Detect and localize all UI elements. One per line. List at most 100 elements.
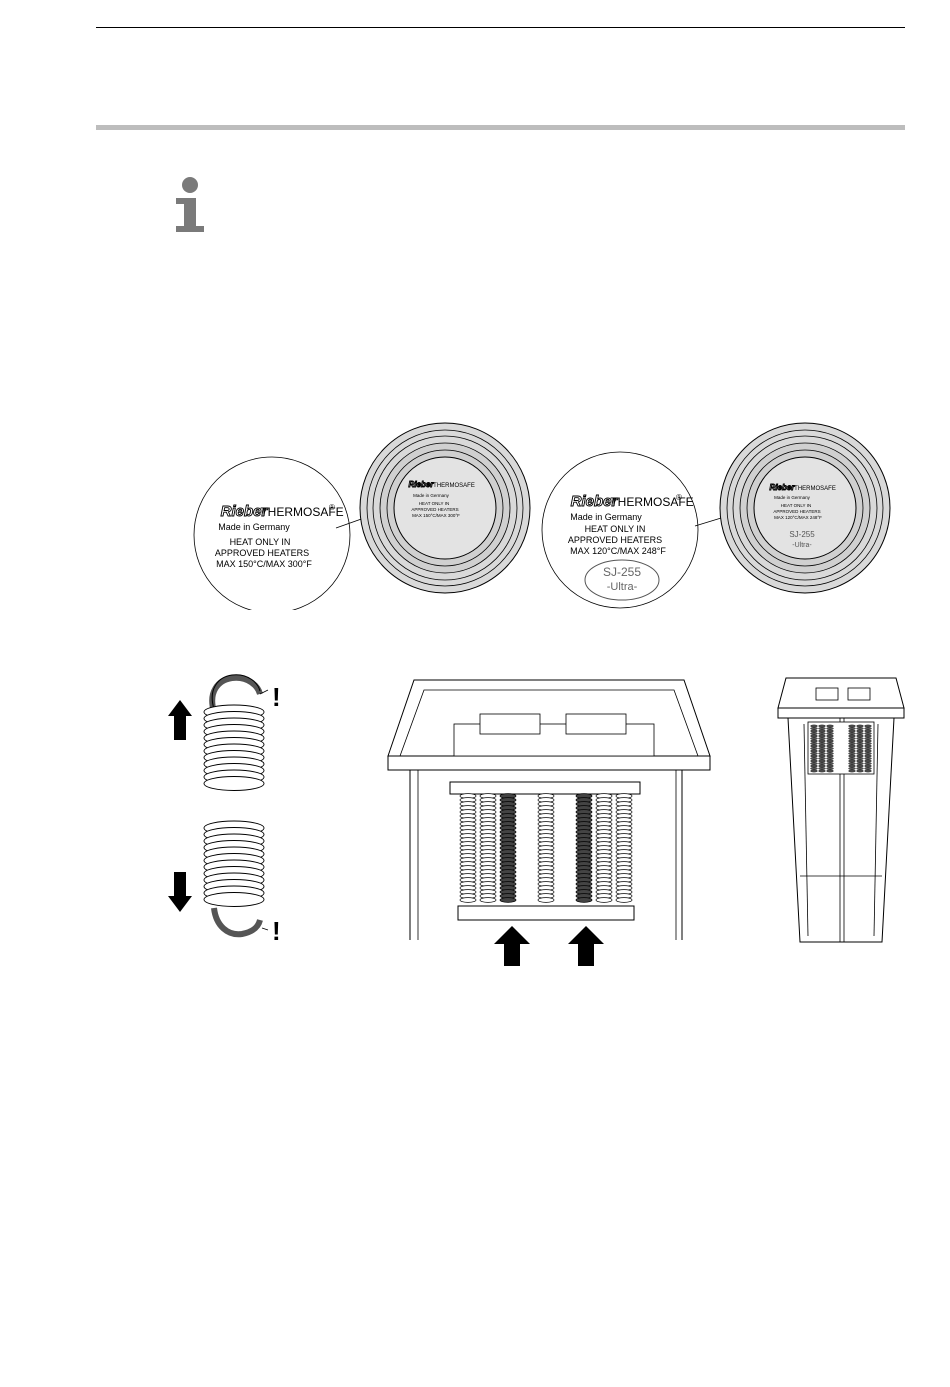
coil: [856, 767, 864, 770]
overview-spring: [826, 724, 834, 773]
coil: [810, 737, 818, 740]
warning-line-1: HEAT ONLY IN: [585, 524, 646, 534]
coil: [848, 767, 856, 770]
info-icon: [176, 177, 204, 232]
coil: [848, 752, 856, 755]
disc-brand-text: Rieber: [409, 480, 435, 489]
disc-variant-text: -Ultra-: [792, 542, 812, 549]
coil: [856, 754, 864, 758]
coil: [848, 759, 856, 763]
coil: [818, 742, 826, 745]
disc-150: Rieber THERMOSAFE Made in Germany HEAT O…: [359, 422, 531, 594]
coil: [826, 767, 834, 770]
coil: [848, 729, 856, 733]
coil: [848, 769, 856, 773]
warning-mark-bottom: !: [272, 916, 281, 944]
coil: [848, 749, 856, 753]
spring-coils-upper: [203, 704, 265, 791]
heater-springs: [459, 793, 633, 903]
disc-120: Rieber THERMOSAFE Made in Germany HEAT O…: [719, 422, 891, 594]
coil: [818, 724, 826, 728]
coil: [848, 747, 856, 750]
coil: [826, 742, 834, 745]
coil: [864, 724, 872, 728]
coil: [810, 762, 818, 765]
coil: [537, 897, 555, 903]
registered-mark: ®: [329, 503, 335, 512]
overview-spring: [818, 724, 826, 773]
coil: [479, 897, 497, 903]
coil: [826, 754, 834, 758]
coil: [810, 734, 818, 738]
coil: [848, 734, 856, 738]
coil: [826, 739, 834, 743]
coil: [575, 897, 593, 903]
coil: [864, 742, 872, 745]
coil: [810, 744, 818, 748]
coil: [856, 752, 864, 755]
coil: [848, 742, 856, 745]
disc-product-text: THERMOSAFE: [433, 483, 475, 489]
coil: [864, 734, 872, 738]
coil: [864, 749, 872, 753]
coil: [826, 747, 834, 750]
coil: [818, 747, 826, 750]
coil: [826, 729, 834, 733]
coil: [459, 897, 477, 903]
overview-spring: [856, 724, 864, 773]
section-divider: [96, 125, 905, 130]
coil: [818, 764, 826, 768]
heater-spring: [575, 793, 593, 903]
spring-coils-lower: [203, 820, 265, 907]
coil: [848, 762, 856, 765]
brand-text: Rieber: [221, 503, 269, 520]
coil: [810, 769, 818, 773]
variant-text: -Ultra-: [607, 581, 638, 593]
coil: [810, 754, 818, 758]
coil: [826, 757, 834, 760]
coil: [826, 762, 834, 765]
disc-made-in: Made in Germany: [774, 495, 811, 500]
coil: [856, 729, 864, 733]
coil: [810, 767, 818, 770]
coil: [615, 897, 633, 903]
coil: [826, 734, 834, 738]
coil: [856, 749, 864, 753]
coil: [848, 739, 856, 743]
coil: [856, 727, 864, 730]
coil: [818, 757, 826, 760]
coil: [810, 742, 818, 745]
spring-coil: [203, 776, 265, 791]
coil: [864, 762, 872, 765]
coil: [810, 764, 818, 768]
coil: [826, 737, 834, 740]
coil: [810, 747, 818, 750]
disc-line-3: MAX 120°C/MAX 248°F: [774, 515, 822, 520]
coil: [864, 737, 872, 740]
product-text: THERMOSAFE: [260, 505, 343, 519]
coil: [818, 739, 826, 743]
disc-brand-text: Rieber: [770, 483, 796, 492]
heater-spring: [615, 793, 633, 903]
coil: [818, 749, 826, 753]
model-text: SJ-255: [603, 565, 641, 579]
coil: [818, 754, 826, 758]
warning-line-3: MAX 150°C/MAX 300°F: [216, 559, 312, 569]
coil: [864, 754, 872, 758]
warning-line-3: MAX 120°C/MAX 248°F: [570, 546, 666, 556]
coil: [856, 757, 864, 760]
disc-line-3: MAX 150°C/MAX 300°F: [412, 513, 460, 518]
coil: [810, 732, 818, 735]
made-in-text: Made in Germany: [218, 522, 290, 532]
warning-line-1: HEAT ONLY IN: [230, 537, 291, 547]
coil: [864, 767, 872, 770]
coil: [856, 744, 864, 748]
heater-overview-figure: [777, 677, 905, 943]
coil: [818, 752, 826, 755]
overview-spring: [864, 724, 872, 773]
coil: [848, 754, 856, 758]
coil: [818, 762, 826, 765]
coil: [856, 747, 864, 750]
heater-spring: [595, 793, 613, 903]
arrow-up-icon: [568, 926, 604, 966]
